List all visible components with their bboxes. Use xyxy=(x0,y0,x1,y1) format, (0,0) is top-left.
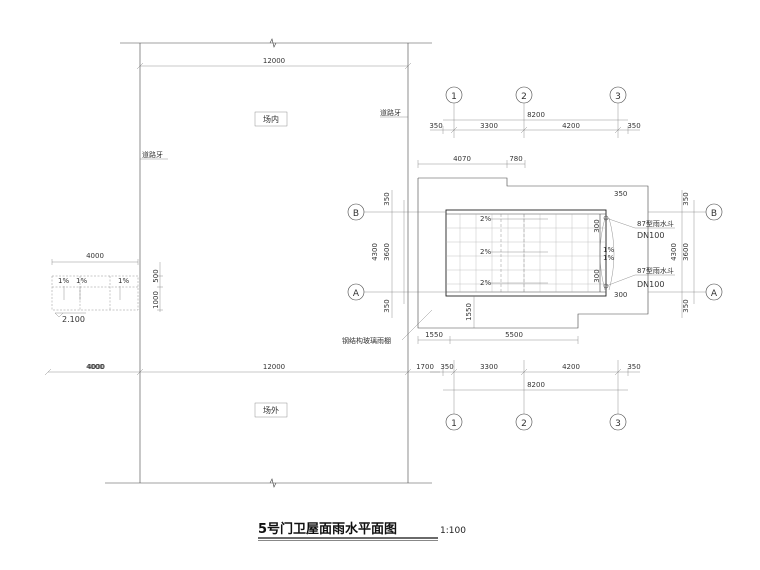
axis-a-left: A xyxy=(347,283,365,301)
top-total: 8200 xyxy=(527,111,545,119)
site-width-top: 12000 xyxy=(263,57,285,65)
top-dim-3300: 3300 xyxy=(480,122,498,130)
axis-b-right: B xyxy=(705,203,723,221)
road-curb-right: 道路牙 xyxy=(380,108,401,117)
svg-text:3: 3 xyxy=(615,92,621,102)
top-dim-350-left: 350 xyxy=(429,122,442,130)
svg-text:DN100: DN100 xyxy=(637,231,664,240)
left-offset-bottom: 4000 xyxy=(87,363,105,371)
svg-text:A: A xyxy=(711,289,718,299)
section-dim-500: 500 xyxy=(152,269,160,282)
right-dim-3600: 3600 xyxy=(682,243,690,261)
inner-dim-bottom: 300 xyxy=(593,269,601,282)
svg-text:87型雨水斗: 87型雨水斗 xyxy=(637,219,674,228)
inner-dim-corner: 300 xyxy=(614,291,627,299)
site-width-bottom: 12000 xyxy=(263,363,285,371)
left-offset: 4000 xyxy=(86,363,104,371)
bottom-total: 8200 xyxy=(527,381,545,389)
svg-text:B: B xyxy=(353,209,359,219)
drawing-title-block: 5号门卫屋面雨水平面图 1:100 xyxy=(258,521,466,541)
drain-callout-1: 87型雨水斗 DN100 xyxy=(605,217,675,240)
svg-text:A: A xyxy=(353,289,360,299)
bottom-dim-1550: 1550 xyxy=(425,331,443,339)
axis-a-right: A xyxy=(705,283,723,301)
right-dim-350-top: 350 xyxy=(682,192,690,205)
section-elevation: 2.100 xyxy=(62,315,85,324)
roof-slope-3: 2% xyxy=(480,279,491,287)
bottom-dim-350-right: 350 xyxy=(627,363,640,371)
svg-text:2: 2 xyxy=(521,419,527,429)
section-dim-1000: 1000 xyxy=(152,291,160,309)
svg-text:3: 3 xyxy=(615,419,621,429)
canopy-section: 4000 1% 1% 1% 500 1000 2.100 4000 xyxy=(51,252,163,371)
top-dim-350-right: 350 xyxy=(627,122,640,130)
right-gap: 1700 xyxy=(416,363,434,371)
roof-slope-2: 2% xyxy=(480,248,491,256)
section-slope-3: 1% xyxy=(118,277,129,285)
drawing-title: 5号门卫屋面雨水平面图 xyxy=(258,521,397,537)
section-slope-1: 1% xyxy=(58,277,69,285)
bottom-dim-4200: 4200 xyxy=(562,363,580,371)
section-slope-2: 1% xyxy=(76,277,87,285)
inner-dim-top: 300 xyxy=(593,219,601,232)
bottom-dim-5500: 5500 xyxy=(505,331,523,339)
glass-grid xyxy=(446,214,606,292)
left-dim-350-bottom: 350 xyxy=(383,299,391,312)
drawing-scale: 1:100 xyxy=(440,526,466,536)
upper-dim-4070: 4070 xyxy=(453,155,471,163)
axis-2-bottom: 2 xyxy=(515,413,533,431)
canopy-label: 钢结构玻璃雨棚 xyxy=(342,336,391,345)
svg-text:87型雨水斗: 87型雨水斗 xyxy=(637,266,674,275)
svg-text:1: 1 xyxy=(451,92,457,102)
left-dim-3600: 3600 xyxy=(383,243,391,261)
axis-b-left: B xyxy=(347,203,365,221)
outside-label: 场外 xyxy=(263,405,279,415)
vertical-dim-1550: 1550 xyxy=(465,303,473,321)
gatehouse-roof-plan: 1 2 3 8200 350 3300 4200 350 4070 780 xyxy=(342,86,723,431)
left-dim-4300: 4300 xyxy=(371,243,379,261)
svg-text:B: B xyxy=(711,209,717,219)
section-width: 4000 xyxy=(86,252,104,260)
roof-slope-1: 2% xyxy=(480,215,491,223)
left-dim-350-top: 350 xyxy=(383,192,391,205)
svg-text:DN100: DN100 xyxy=(637,280,664,289)
svg-text:2: 2 xyxy=(521,92,527,102)
drain-callout-2: 87型雨水斗 DN100 xyxy=(605,266,675,289)
gutter-slope-2: 1% xyxy=(603,254,614,262)
bottom-dim-3300: 3300 xyxy=(480,363,498,371)
right-dim-350-bottom: 350 xyxy=(682,299,690,312)
upper-dim-780: 780 xyxy=(509,155,522,163)
right-dim-4300: 4300 xyxy=(670,243,678,261)
site-outline: 12000 12000 4000 1700 场内 场外 道路牙 道路牙 xyxy=(44,38,440,488)
svg-text:1: 1 xyxy=(451,419,457,429)
axis-2-top: 2 xyxy=(515,86,533,104)
bottom-dim-350-left: 350 xyxy=(440,363,453,371)
inside-label: 场内 xyxy=(263,114,279,124)
right-small-dim: 350 xyxy=(614,190,627,198)
axis-1-top: 1 xyxy=(445,86,463,104)
top-dim-4200: 4200 xyxy=(562,122,580,130)
axis-3-top: 3 xyxy=(609,86,627,104)
gutter-slope-1: 1% xyxy=(603,246,614,254)
axis-3-bottom: 3 xyxy=(609,413,627,431)
axis-1-bottom: 1 xyxy=(445,413,463,431)
road-curb-left: 道路牙 xyxy=(142,150,163,159)
